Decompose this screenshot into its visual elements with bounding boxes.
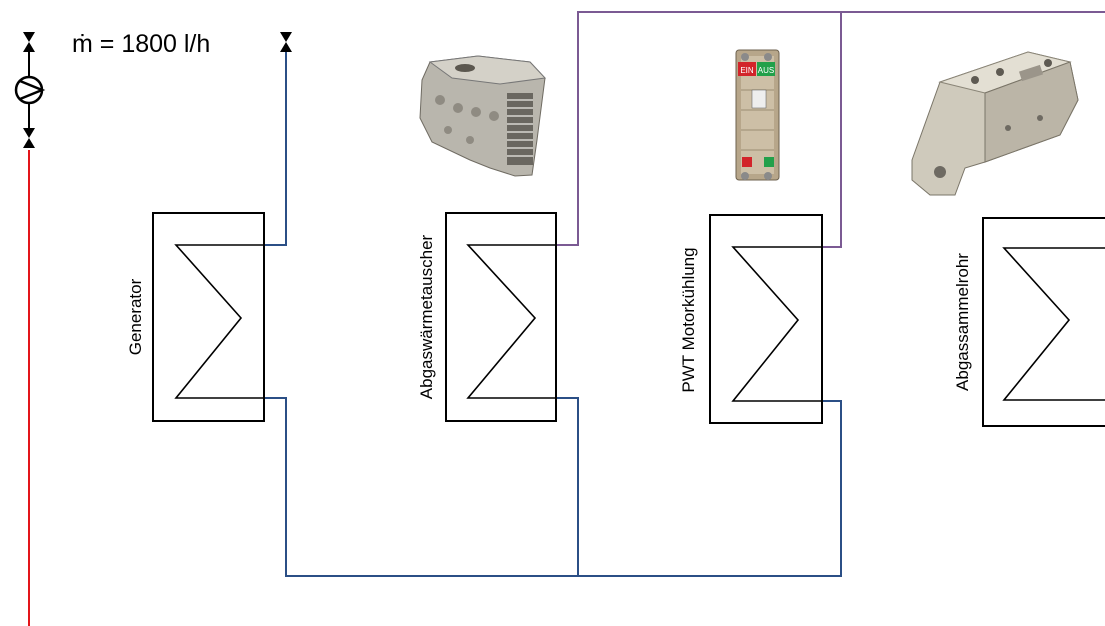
- plate-heat-exchanger: [709, 214, 823, 424]
- valve-icon: [280, 32, 292, 52]
- pump-icon: [14, 75, 46, 105]
- outlet-tag: AUS: [758, 66, 774, 75]
- connection-line: [556, 397, 579, 576]
- return-line-bottom: [264, 397, 842, 577]
- plate-heat-exchanger-label: PWT Motorkühlung: [679, 247, 698, 393]
- exhaust-heat-exchanger: [445, 212, 557, 422]
- return-line-top: [264, 52, 287, 246]
- generator-label: Generator: [126, 278, 145, 356]
- exhaust-manifold-label: Abgassammelrohr: [953, 253, 972, 391]
- exhaust-manifold-exchanger: [982, 217, 1105, 427]
- generator-exchanger: [152, 212, 265, 422]
- exhaust-heat-exchanger-label: Abgaswärmetauscher: [417, 234, 436, 400]
- exhaust-branch: [822, 12, 842, 248]
- mass-flow-label: ṁ = 1800 l/h: [72, 30, 210, 59]
- exhaust-heat-exchanger-photo: [419, 55, 547, 177]
- valve-icon: [23, 32, 35, 52]
- plate-heat-exchanger-photo: EIN AUS: [735, 49, 780, 181]
- mass-flow-symbol: ṁ: [72, 30, 93, 58]
- inlet-tag: EIN: [740, 66, 754, 75]
- valve-icon: [23, 128, 35, 148]
- exhaust-manifold-photo: [911, 51, 1079, 196]
- mass-flow-value: = 1800 l/h: [92, 30, 211, 58]
